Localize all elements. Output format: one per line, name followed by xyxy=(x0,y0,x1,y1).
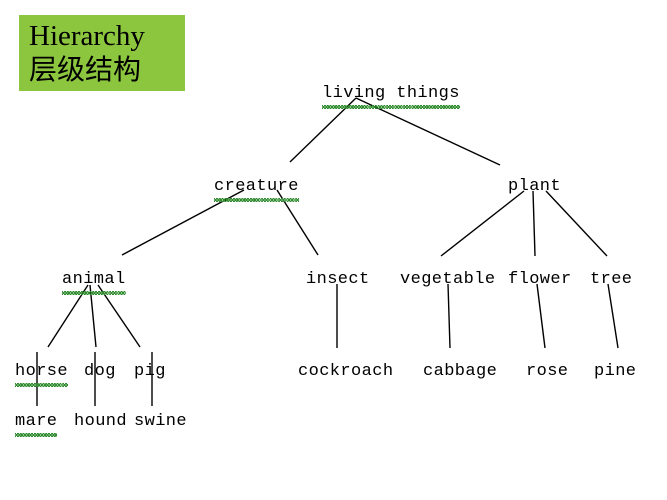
tree-edge-animal-to-dog xyxy=(89,284,97,348)
tree-node-label: flower xyxy=(508,270,572,289)
tree-node-label: vegetable xyxy=(400,270,496,289)
tree-node-flower: flower xyxy=(508,270,572,290)
title-chinese: 层级结构 xyxy=(29,53,142,86)
tree-node-label: pine xyxy=(594,362,637,381)
tree-node-label: hound xyxy=(74,412,128,431)
tree-node-pig: pig xyxy=(134,362,166,382)
tree-node-label: cockroach xyxy=(298,362,394,381)
tree-node-pine: pine xyxy=(594,362,636,382)
tree-node-label: plant xyxy=(508,177,562,196)
tree-node-creature: creature xyxy=(214,177,299,202)
tree-node-cabbage: cabbage xyxy=(423,362,497,382)
tree-node-label: tree xyxy=(590,270,633,289)
tree-node-label: animal xyxy=(62,270,126,295)
tree-edge-plant-to-vegetable xyxy=(440,190,525,257)
tree-node-vegetable: vegetable xyxy=(400,270,495,290)
tree-edge-plant-to-tree xyxy=(545,190,608,257)
tree-node-horse: horse xyxy=(15,362,69,387)
tree-edge-animal-to-pig xyxy=(97,284,141,348)
tree-node-rose: rose xyxy=(526,362,568,382)
tree-edge-plant-to-flower xyxy=(532,190,536,257)
tree-edge-vegetable-to-cabbage xyxy=(447,283,451,349)
tree-node-label: swine xyxy=(134,412,188,431)
tree-node-tree: tree xyxy=(590,270,632,290)
tree-edge-animal-to-horse xyxy=(47,284,89,348)
tree-node-insect: insect xyxy=(306,270,370,290)
title-card: Hierarchy 层级结构 xyxy=(19,15,185,91)
tree-node-label: living things xyxy=(322,84,460,109)
tree-node-label: horse xyxy=(15,362,69,387)
tree-node-animal: animal xyxy=(62,270,126,295)
title-english: Hierarchy xyxy=(29,20,145,52)
tree-node-dog: dog xyxy=(84,362,116,382)
tree-edge-living-things-to-plant xyxy=(355,97,501,166)
tree-node-label: pig xyxy=(134,362,166,381)
tree-node-label: rose xyxy=(526,362,569,381)
tree-edge-flower-to-rose xyxy=(536,283,546,349)
tree-node-hound: hound xyxy=(74,412,127,432)
tree-node-mare: mare xyxy=(15,412,58,437)
tree-node-plant: plant xyxy=(508,177,561,197)
tree-node-label: dog xyxy=(84,362,116,381)
tree-node-living-things: living things xyxy=(322,84,460,109)
tree-edge-tree-to-pine xyxy=(607,283,619,349)
tree-node-cockroach: cockroach xyxy=(298,362,393,382)
tree-node-label: creature xyxy=(214,177,299,202)
tree-node-label: cabbage xyxy=(423,362,498,381)
tree-node-swine: swine xyxy=(134,412,187,432)
tree-node-label: mare xyxy=(15,412,58,437)
tree-node-label: insect xyxy=(306,270,370,289)
